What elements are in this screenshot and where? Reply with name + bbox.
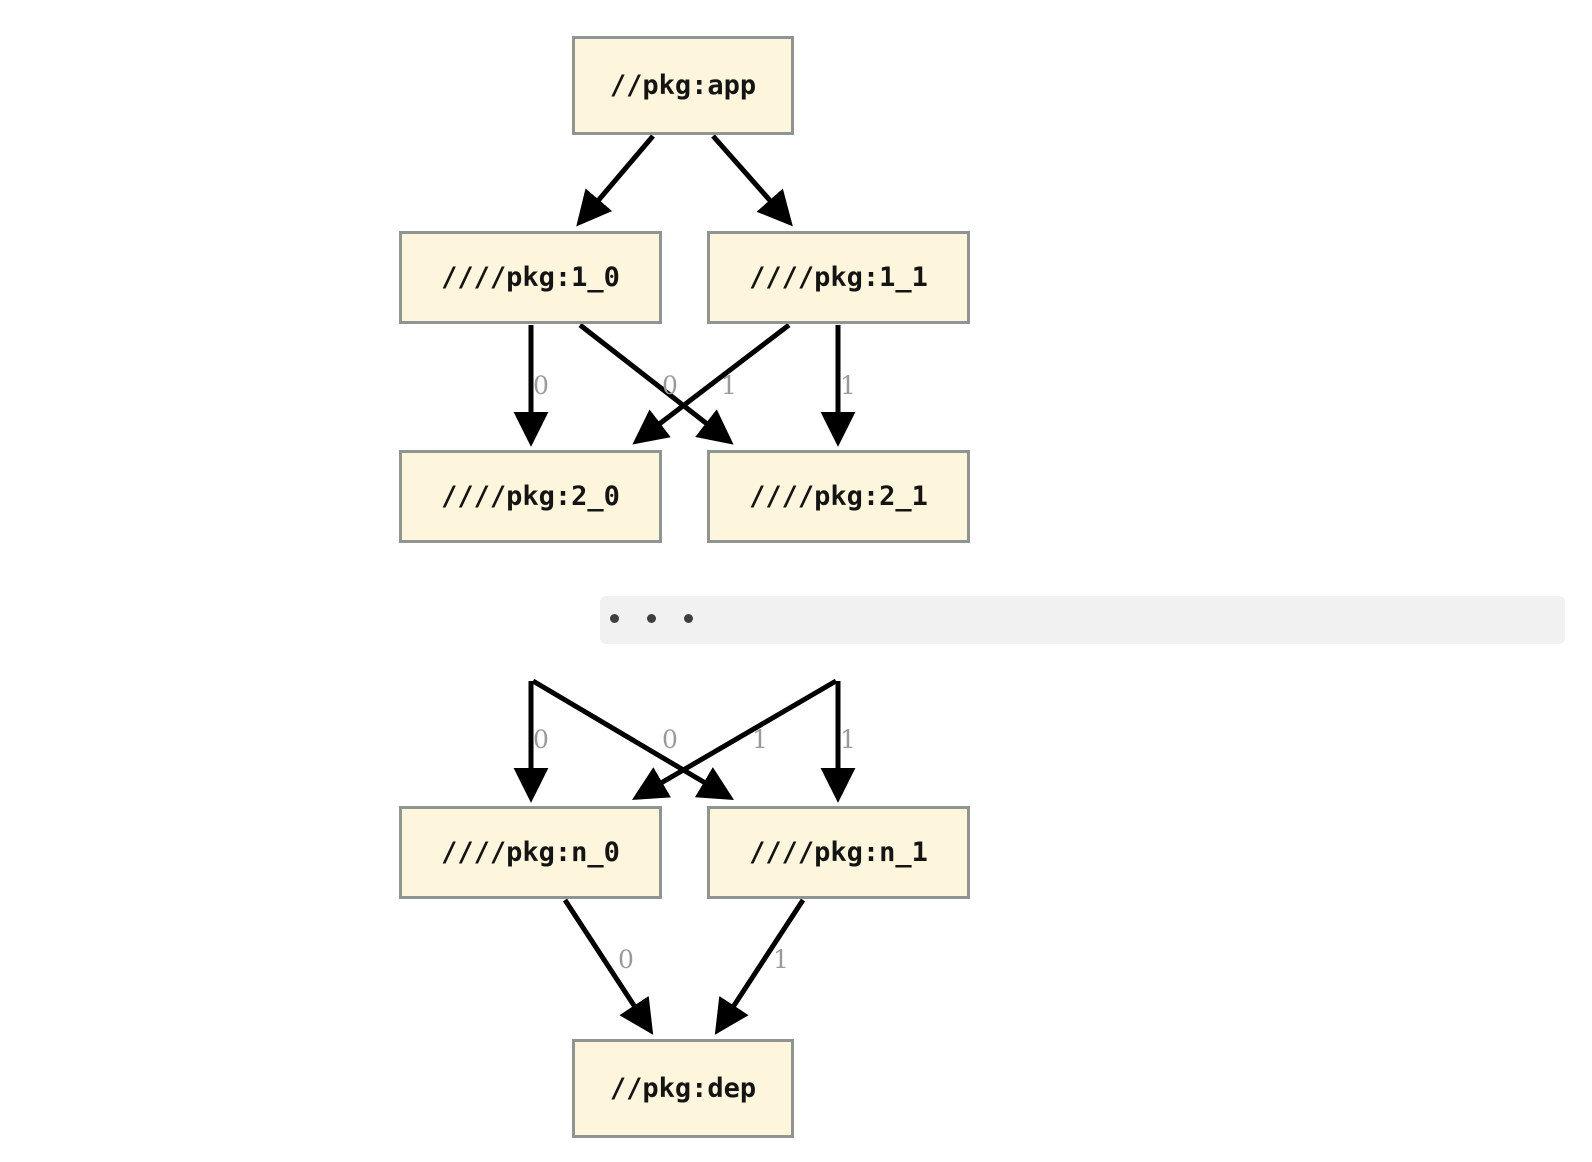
node-pkg-1_0[interactable]: ////pkg:1_0: [399, 231, 662, 324]
edge-label-n_1-to-dep: 1: [773, 945, 789, 974]
ellipsis-band: [600, 596, 1565, 644]
edge-above-left-to-n_1: [531, 678, 735, 800]
edge-label-1_0-to-2_1: 0: [662, 371, 678, 400]
node-label-1_1: ////pkg:1_1: [749, 262, 928, 293]
node-label-n_0: ////pkg:n_0: [441, 837, 620, 868]
node-pkg-n_0[interactable]: ////pkg:n_0: [399, 806, 662, 899]
ellipsis-dot-1: [610, 614, 619, 623]
edge-label-above-right-to-n_1: 1: [840, 725, 856, 754]
edge-label-above-right-to-n_0: 1: [752, 725, 768, 754]
node-label-2_0: ////pkg:2_0: [441, 481, 620, 512]
edge-above-right-to-n_0: [631, 678, 838, 800]
edge-1_1-to-2_0: [632, 323, 791, 445]
ellipsis-dot-3: [684, 614, 693, 623]
edge-app-to-1_0: [576, 134, 655, 227]
node-dep[interactable]: //pkg:dep: [572, 1039, 794, 1138]
node-pkg-n_1[interactable]: ////pkg:n_1: [707, 806, 970, 899]
edge-label-1_1-to-2_1: 1: [840, 371, 856, 400]
node-app[interactable]: //pkg:app: [572, 36, 794, 135]
edge-label-n_0-to-dep: 0: [618, 945, 634, 974]
edge-label-1_1-to-2_0: 1: [721, 371, 737, 400]
edge-1_0-to-2_1: [578, 323, 734, 445]
node-label-1_0: ////pkg:1_0: [441, 262, 620, 293]
node-label-2_1: ////pkg:2_1: [749, 481, 928, 512]
node-label-n_1: ////pkg:n_1: [749, 837, 928, 868]
edge-n_0-to-dep: [562, 898, 654, 1035]
node-pkg-1_1[interactable]: ////pkg:1_1: [707, 231, 970, 324]
node-label-dep: //pkg:dep: [609, 1073, 757, 1104]
edge-app-to-1_1: [711, 134, 793, 227]
edge-label-above-left-to-n_0: 0: [533, 725, 549, 754]
ellipsis-dots: [610, 614, 693, 623]
node-pkg-2_1[interactable]: ////pkg:2_1: [707, 450, 970, 543]
edge-label-1_0-to-2_0: 0: [533, 371, 549, 400]
ellipsis-dot-2: [647, 614, 656, 623]
edge-n_1-to-dep: [714, 898, 806, 1035]
edge-label-above-left-to-n_1: 0: [662, 725, 678, 754]
node-label-app: //pkg:app: [609, 70, 757, 101]
node-pkg-2_0[interactable]: ////pkg:2_0: [399, 450, 662, 543]
